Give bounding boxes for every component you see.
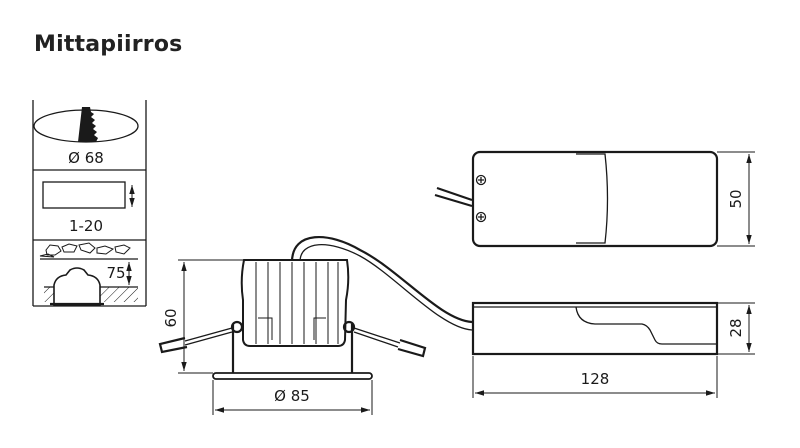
cutout-saw-icon [33, 107, 139, 143]
luminaire-height-label: 60 [162, 308, 180, 327]
installation-panel: Ø 68 1-20 75 [32, 100, 147, 307]
driver-side-view [471, 301, 755, 398]
ceiling-thickness-icon [42, 181, 135, 209]
recess-depth-label: 75 [106, 264, 125, 282]
driver-width-label: 50 [727, 189, 745, 208]
screw-icon [475, 211, 487, 223]
driver-top-view [434, 150, 755, 248]
ceiling-thickness-label: 1-20 [69, 217, 103, 235]
luminaire-drawing [158, 235, 473, 415]
driver-length-label: 128 [581, 370, 610, 388]
recess-depth-icon [39, 242, 138, 306]
driver-height-label: 28 [727, 318, 745, 337]
luminaire-diameter-label: Ø 85 [274, 387, 310, 405]
cutout-diameter-label: Ø 68 [68, 149, 104, 167]
page-title: Mittapiirros [34, 32, 183, 57]
screw-icon [475, 174, 487, 186]
